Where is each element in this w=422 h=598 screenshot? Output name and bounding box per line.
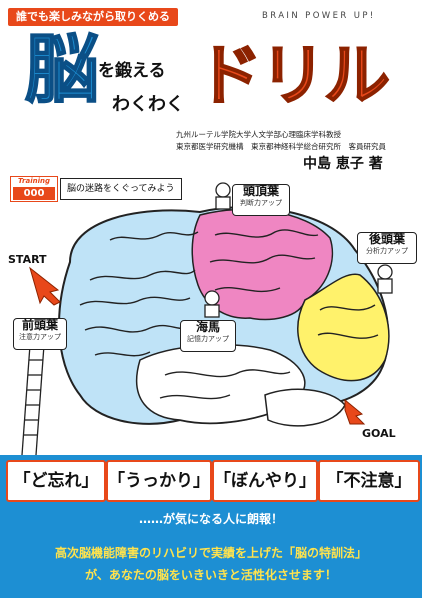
occipital-sub: 分析力アップ: [366, 246, 408, 255]
figure-middle: [204, 290, 220, 318]
training-badge: Training 000: [10, 176, 58, 202]
parietal-name: 頭頂葉: [242, 184, 279, 198]
brain-power-text: BRAIN POWER UP!: [262, 11, 376, 21]
good-news-line: ……が気になる人に朗報！: [138, 512, 283, 526]
author-name: 中島 恵子 著: [303, 156, 383, 172]
title-wo-kitaeru: を鍛える: [98, 61, 166, 81]
title-wakuwaku: わくわく: [112, 94, 184, 115]
keyword-ukkari: 「うっかり」: [106, 460, 212, 502]
title-nou: 脳: [24, 27, 100, 113]
frontal-sub: 注意力アップ: [19, 332, 61, 341]
keyword-fuchui: 「不注意」: [318, 460, 420, 502]
promo-line-1: 高次脳機能障害のリハビリで実績を上げた「脳の特訓法」: [54, 546, 367, 560]
frontal-name: 前頭葉: [21, 318, 58, 332]
training-number: 000: [13, 187, 55, 200]
occipital-name: 後頭葉: [368, 232, 405, 246]
keyword-bonyari: 「ぼんやり」: [212, 460, 318, 502]
occipital-lobe: [297, 273, 390, 382]
hippocampus-name: 海馬: [195, 320, 220, 334]
title-drill: ドリル: [195, 36, 391, 115]
label-frontal: 前頭葉 注意力アップ: [13, 318, 67, 350]
label-occipital: 後頭葉 分析力アップ: [357, 232, 417, 264]
parietal-sub: 判断力アップ: [240, 198, 282, 207]
brain-maze-illustration: [21, 182, 393, 455]
figure-right: [377, 264, 393, 294]
training-label: Training: [18, 177, 50, 185]
maze-grooves: [79, 229, 379, 400]
author-affiliation-2: 東京都医学研究機構 東京都神経科学総合研究所 客員研究員: [176, 142, 386, 151]
label-hippocampus: 海馬 記憶力アップ: [180, 320, 236, 352]
promo-line-2: が、あなたの脳をいきいきと活性化させます！: [85, 568, 337, 582]
goal-arrow: [344, 398, 366, 425]
ladder: [21, 344, 45, 455]
author-affiliation-1: 九州ルーテル学院大学人文学部心理臨床学科教授: [176, 130, 341, 139]
figure-top: [215, 182, 231, 210]
start-label: START: [8, 253, 47, 266]
parietal-lobe: [191, 208, 334, 321]
goal-label: GOAL: [362, 427, 396, 440]
tagline: 誰でも楽しみながら取りくめる: [8, 8, 178, 26]
maze-caption: 脳の迷路をくぐってみよう: [60, 178, 182, 200]
start-arrow: [29, 266, 61, 306]
hippocampus-sub: 記憶力アップ: [187, 334, 229, 343]
label-parietal: 頭頂葉 判断力アップ: [232, 184, 290, 216]
keyword-dowasure: 「ど忘れ」: [6, 460, 106, 502]
